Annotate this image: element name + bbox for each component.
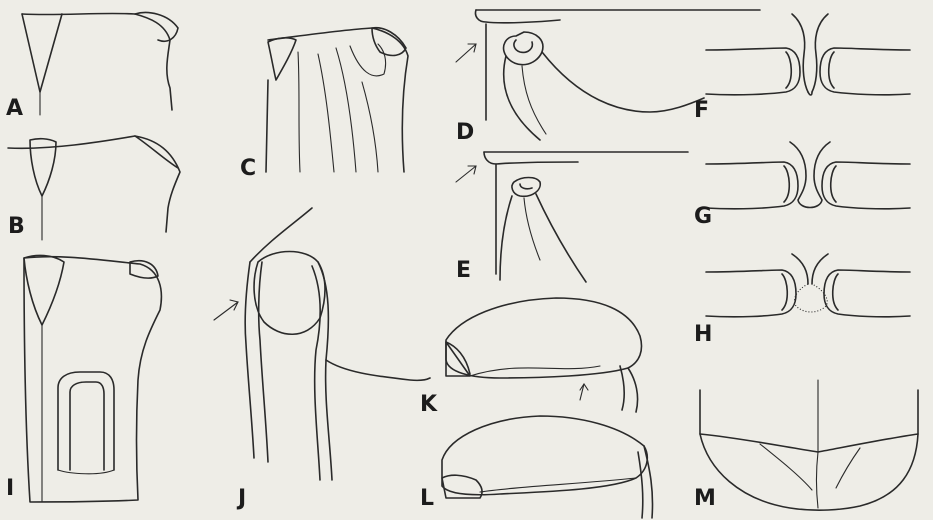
drawing-h — [706, 254, 910, 317]
drawing-f — [706, 14, 910, 95]
figure-label-k: K — [420, 394, 437, 416]
drawing-e — [456, 152, 688, 282]
figure-label-b: B — [8, 216, 25, 238]
drawing-j — [214, 208, 430, 480]
drawing-c — [266, 28, 408, 172]
figure-label-g: G — [694, 206, 712, 228]
drawing-b — [8, 136, 180, 240]
drawing-i — [24, 255, 161, 502]
figure-label-j: J — [238, 488, 246, 510]
drawing-d — [456, 10, 760, 140]
figure-label-l: L — [420, 488, 434, 510]
drawing-l — [442, 416, 653, 518]
drawing-m — [700, 380, 918, 510]
drawing-a — [22, 13, 178, 115]
figure-label-a: A — [6, 98, 23, 120]
figure-label-m: M — [694, 488, 716, 510]
figure-label-h: H — [694, 324, 712, 346]
drawing-g — [706, 142, 910, 209]
drawing-k — [446, 298, 642, 412]
figure-label-i: I — [6, 478, 14, 500]
figure-label-c: C — [240, 158, 256, 180]
figure-label-e: E — [456, 260, 471, 282]
figure-label-f: F — [694, 100, 709, 122]
figure-label-d: D — [456, 122, 474, 144]
